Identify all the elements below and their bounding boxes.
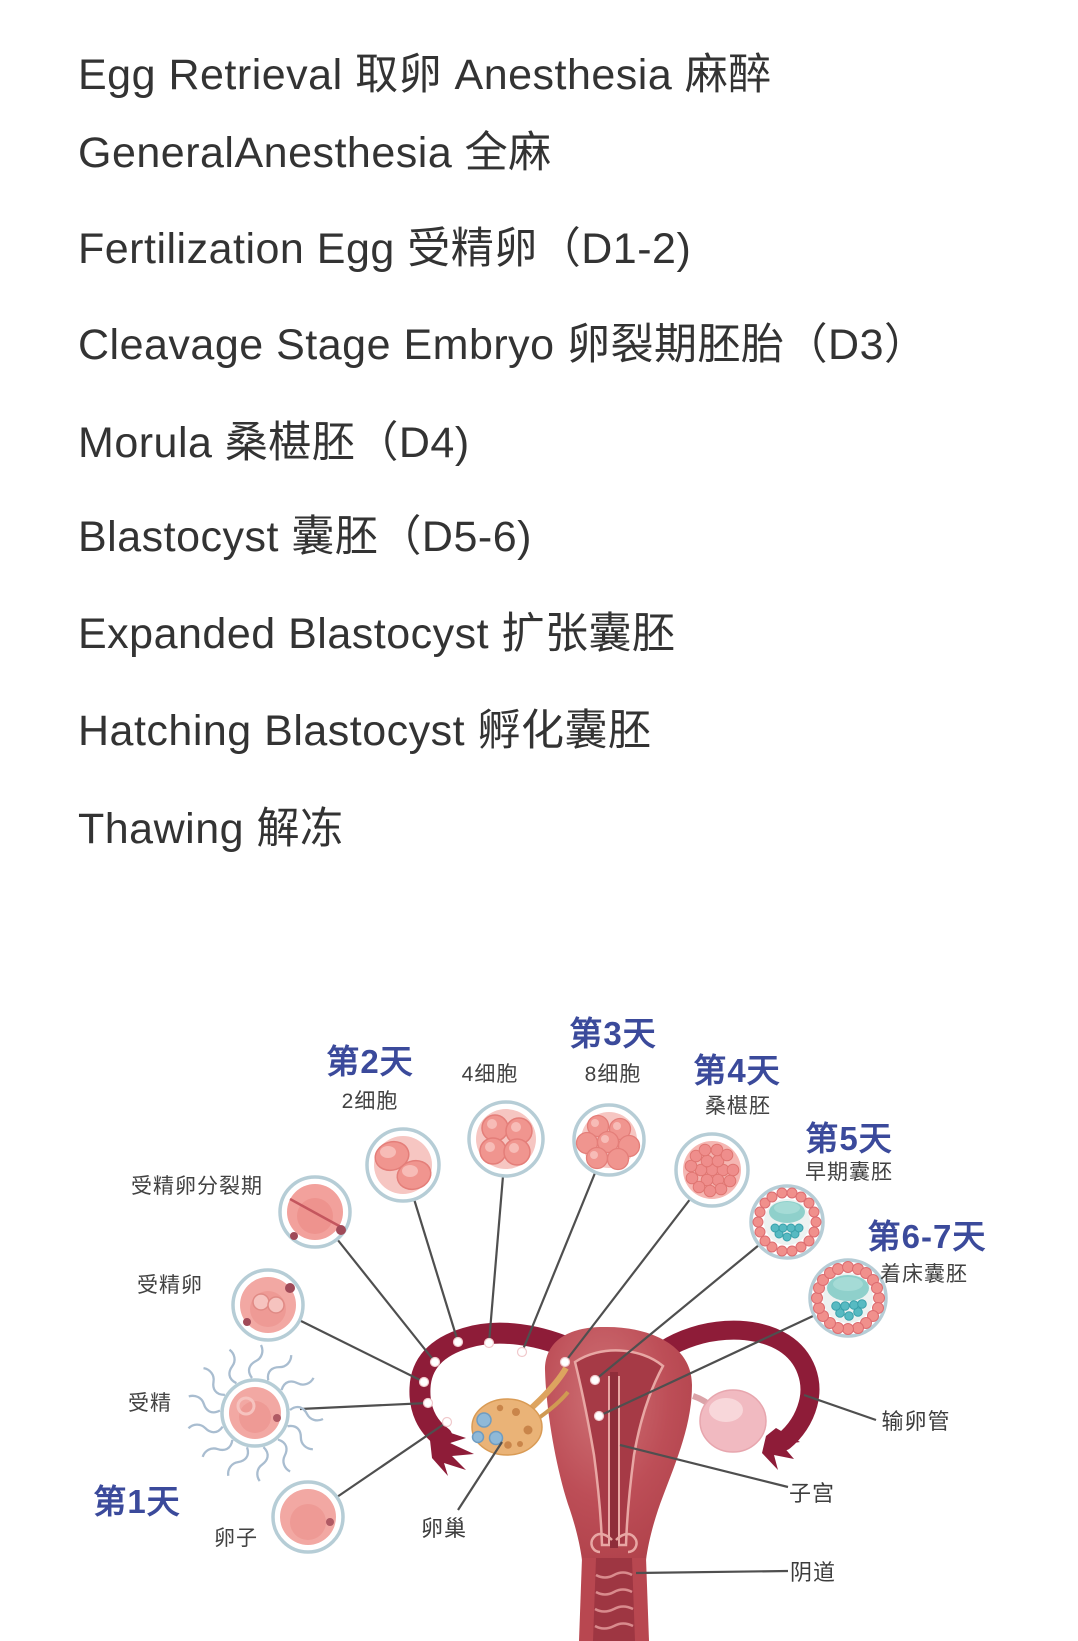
embryo-8cell	[572, 1103, 646, 1177]
glossary-line-2: GeneralAnesthesia 全麻	[78, 129, 552, 177]
label-day2: 第2天	[326, 1043, 414, 1080]
label-day1: 第1天	[93, 1483, 181, 1520]
vagina-rugae	[594, 1571, 634, 1630]
label-early-blastocyst: 早期囊胚	[805, 1161, 893, 1184]
label-vagina: 阴道	[789, 1560, 837, 1585]
connector-egg	[336, 1421, 448, 1498]
label-4cell: 4细胞	[461, 1063, 519, 1086]
label-day4: 第4天	[693, 1052, 781, 1089]
label-implantation-blastocyst: 着床囊胚	[880, 1263, 968, 1286]
label-2cell: 2细胞	[341, 1090, 399, 1113]
glossary-line-7: Expanded Blastocyst 扩张囊胚	[78, 610, 676, 658]
vagina-inner	[593, 1558, 635, 1641]
left-ovary-follicles	[471, 1412, 504, 1446]
connector-tube-label	[803, 1393, 877, 1422]
label-day6-7: 第6-7天	[867, 1218, 987, 1255]
label-fallopian-tube: 输卵管	[881, 1409, 951, 1434]
label-uterus: 子宫	[788, 1481, 836, 1506]
embryo-egg	[271, 1480, 345, 1554]
label-ovary: 卵巢	[420, 1516, 468, 1541]
label-day5: 第5天	[805, 1120, 893, 1157]
embryo-2cell	[365, 1127, 441, 1203]
label-fertilization: 受精	[128, 1392, 172, 1415]
embryo-4cell	[467, 1100, 545, 1178]
label-8cell: 8细胞	[584, 1063, 642, 1086]
cervix-curl-left	[590, 1532, 613, 1554]
embryo-morula	[674, 1132, 750, 1208]
uterus-illustration	[409, 1320, 820, 1641]
glossary-line-1: Egg Retrieval 取卵 Anesthesia 麻醉	[78, 51, 772, 99]
connector-fertilization	[299, 1401, 429, 1411]
embryo-early-blastocyst	[749, 1184, 825, 1260]
connector-2cell	[412, 1198, 460, 1343]
embryo-zygote-cleavage	[278, 1175, 352, 1249]
label-day3: 第3天	[569, 1015, 657, 1052]
glossary-line-4: Cleavage Stage Embryo 卵裂期胚胎（D3）	[78, 321, 928, 369]
label-egg: 卵子	[214, 1527, 258, 1550]
right-ovary-highlight	[709, 1398, 743, 1422]
cervix-curl-right	[615, 1532, 638, 1554]
connector-day67	[598, 1315, 814, 1417]
connector-8cell	[520, 1172, 597, 1353]
connector-ovary-label	[457, 1441, 503, 1511]
connector-uterus-label	[619, 1443, 789, 1489]
embryo-fertilization	[187, 1344, 324, 1482]
glossary-line-8: Hatching Blastocyst 孵化囊胚	[78, 707, 652, 755]
connector-cleavage	[336, 1238, 436, 1363]
right-fimbriae	[762, 1428, 800, 1470]
connector-4cell	[487, 1175, 505, 1344]
connector-day5	[594, 1244, 760, 1381]
glossary-line-6: Blastocyst 囊胚（D5-6)	[78, 513, 532, 561]
label-morula: 桑椹胚	[705, 1095, 771, 1118]
glossary-line-3: Fertilization Egg 受精卵（D1-2)	[78, 225, 692, 273]
pathway-dots	[418, 1336, 605, 1428]
left-ovary-spots	[496, 1404, 533, 1449]
left-fimbriae	[430, 1428, 474, 1476]
glossary-line-9: Thawing 解冻	[78, 805, 344, 853]
connector-vagina-label	[635, 1569, 789, 1575]
connector-zygote	[298, 1319, 425, 1383]
connector-morula	[564, 1197, 692, 1363]
label-zygote-cleavage: 受精卵分裂期	[131, 1175, 263, 1198]
label-zygote: 受精卵	[137, 1274, 203, 1297]
connector-lines	[298, 1172, 877, 1575]
sperm-tails	[187, 1344, 324, 1482]
embryo-zygote	[231, 1268, 305, 1342]
embryo-implantation-blastocyst	[808, 1258, 888, 1338]
right-fallopian-tube	[654, 1320, 820, 1451]
glossary-line-5: Morula 桑椹胚（D4)	[78, 419, 470, 467]
